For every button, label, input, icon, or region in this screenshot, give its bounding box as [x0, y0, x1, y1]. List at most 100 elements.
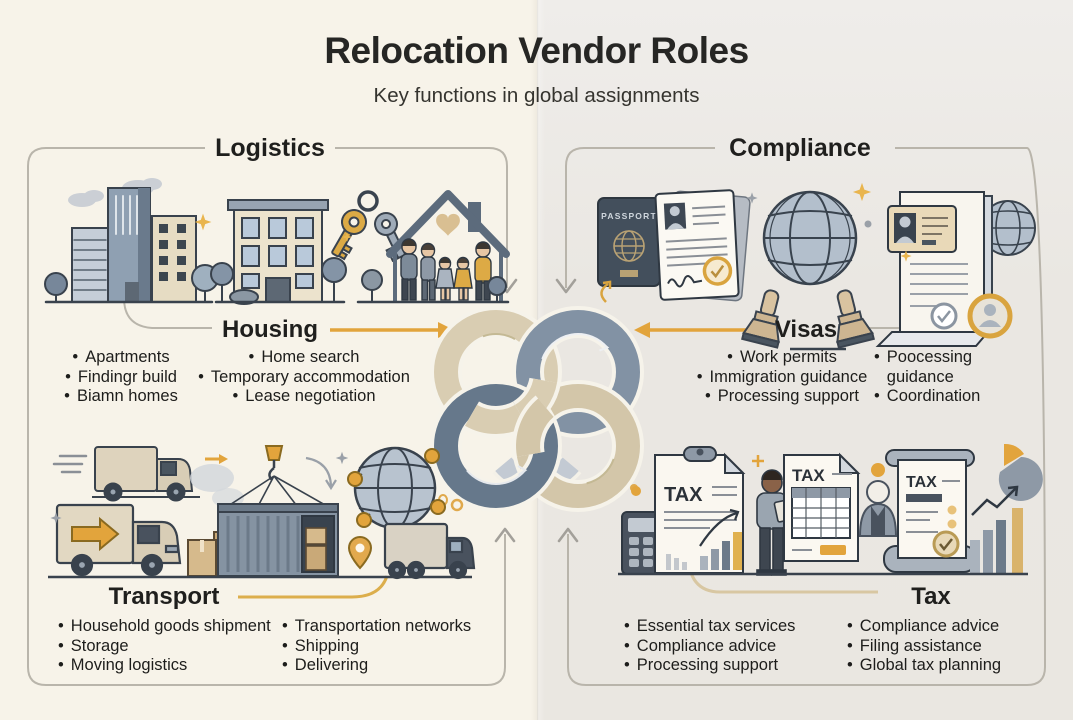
pie-chart-icon [998, 443, 1043, 501]
mini-arrow-icon [205, 454, 228, 464]
logistics-transport-bracket [27, 147, 508, 686]
section-label-tax: Tax [911, 583, 951, 610]
apartment-building-icon [210, 199, 347, 305]
svg-text:TAX: TAX [792, 466, 825, 485]
bullet-dot: • [874, 348, 880, 366]
bullet-item: •Delivering [282, 656, 369, 674]
bullet-dot: • [248, 348, 255, 366]
person-badge-icon [858, 463, 898, 537]
transport-illustration [48, 445, 476, 580]
certificate-scroll-icon [875, 191, 1036, 347]
tax-clipboard-icon: TAX [631, 446, 764, 574]
bullet-item: •Lease negotiation [232, 387, 376, 405]
speed-lines [52, 454, 88, 474]
bullet-item: •Essential tax services [624, 617, 796, 635]
globe-stamps-icon [741, 182, 875, 351]
bullet-item: •Home search [248, 348, 360, 366]
tax-scroll-icon: TAX [883, 449, 977, 573]
visas-arrow-icon [634, 322, 748, 338]
bullet-item: •Shipping [282, 636, 360, 655]
tax-illustration: TAX [618, 443, 1043, 576]
moving-truck-icon [55, 503, 182, 577]
visa-document-icon [654, 189, 740, 301]
bullet-item: •Moving logistics [58, 656, 188, 674]
svg-text:PASSPORT: PASSPORT [601, 211, 657, 221]
bullet-dot: • [847, 617, 853, 635]
tax-form-icon: TAX [783, 452, 861, 562]
transport-bullet-column-2: •Transportation networks •Shipping •Deli… [282, 617, 502, 676]
bullet-item: •Coordination [874, 387, 981, 405]
transport-connector-line [238, 575, 389, 599]
tax-bullet-column-2: •Compliance advice •Filing assistance •G… [847, 617, 1057, 676]
bullet-dot: • [198, 367, 204, 386]
bullet-item: •Transportation networks [282, 617, 472, 635]
tax-bullet-column-1: •Essential tax services •Compliance advi… [624, 617, 844, 676]
delivery-truck-icon [383, 522, 476, 580]
up-arrow-icon [494, 527, 516, 543]
visas-bullet-column-1: •Work permits •Immigration guidance •Pro… [660, 348, 904, 407]
bullet-dot: • [874, 387, 880, 405]
bullet-dot: • [282, 656, 288, 674]
bullet-item: •Compliance advice [624, 636, 777, 655]
visas-bullet-column-2: •Poocessing guidance •Coordination [874, 348, 1006, 407]
page-title: Relocation Vendor Roles [324, 30, 749, 71]
small-truck-icon [92, 446, 200, 502]
section-label-compliance: Compliance [729, 134, 871, 162]
group-label-housing: Housing [222, 316, 318, 343]
sparkle-icon [194, 213, 352, 242]
bullet-dot: • [727, 348, 733, 366]
bullet-item: •Apartments [72, 348, 170, 366]
down-arrow-icon [555, 278, 577, 294]
compliance-illustration: PASSPORT [597, 182, 1036, 351]
housing-bullet-column-2: •Home search •Temporary accommodation •L… [176, 348, 432, 407]
bullet-item: •Global tax planning [847, 656, 1002, 674]
bullet-item: •Temporary accommodation [198, 367, 410, 386]
bullet-item: •Work permits [727, 348, 837, 366]
bullet-dot: • [58, 656, 64, 674]
section-label-logistics: Logistics [215, 134, 325, 162]
bullet-dot: • [696, 367, 703, 386]
bullet-item: •Immigration guidance [696, 367, 868, 386]
housing-bullet-column-1: •Apartments •Findingr build •Biamn homes [36, 348, 206, 407]
housing-connector-line [123, 297, 212, 329]
bullet-item: •Processing support [624, 656, 779, 674]
bullet-dot: • [282, 636, 288, 655]
container-crane-icon [50, 445, 349, 577]
growth-chart-icon [970, 485, 1023, 574]
city-buildings-icon [71, 187, 197, 303]
transport-bullet-column-1: •Household goods shipment •Storage •Movi… [58, 617, 298, 676]
bullet-dot: • [58, 636, 64, 655]
location-pin-icon [347, 535, 373, 570]
section-label-transport: Transport [108, 583, 220, 610]
bullet-dot: • [64, 387, 70, 405]
page-subtitle: Key functions in global assignments [373, 84, 700, 107]
bullet-dot: • [58, 617, 64, 635]
group-label-visas: Visas [774, 316, 838, 343]
family-house-icon [356, 190, 510, 304]
bullet-item: •Poocessing guidance [874, 348, 973, 386]
stamp-icon [836, 289, 875, 349]
svg-text:TAX: TAX [906, 474, 937, 491]
logistics-illustration [44, 178, 510, 305]
up-arrow-icon [557, 527, 579, 543]
bullet-item: •Filing assistance [847, 636, 982, 655]
bullet-item: •Storage [58, 636, 129, 655]
bullet-dot: • [847, 656, 853, 674]
bullet-dot: • [624, 617, 630, 635]
stamp-icon [741, 289, 780, 349]
bullet-item: •Processing support [704, 387, 860, 405]
bullet-dot: • [65, 367, 71, 386]
svg-text:TAX: TAX [664, 484, 703, 506]
bullet-dot: • [72, 348, 79, 366]
compliance-tax-bracket [565, 147, 1047, 686]
bullet-dot: • [847, 636, 853, 655]
bullet-dot: • [624, 636, 630, 655]
bullet-dot: • [282, 617, 288, 635]
bullet-item: •Household goods shipment [58, 617, 271, 635]
bullet-dot: • [624, 656, 630, 674]
bullet-item: •Biamn homes [64, 387, 178, 405]
bullet-dot: • [232, 387, 239, 405]
bullet-item: •Findingr build [65, 367, 177, 386]
